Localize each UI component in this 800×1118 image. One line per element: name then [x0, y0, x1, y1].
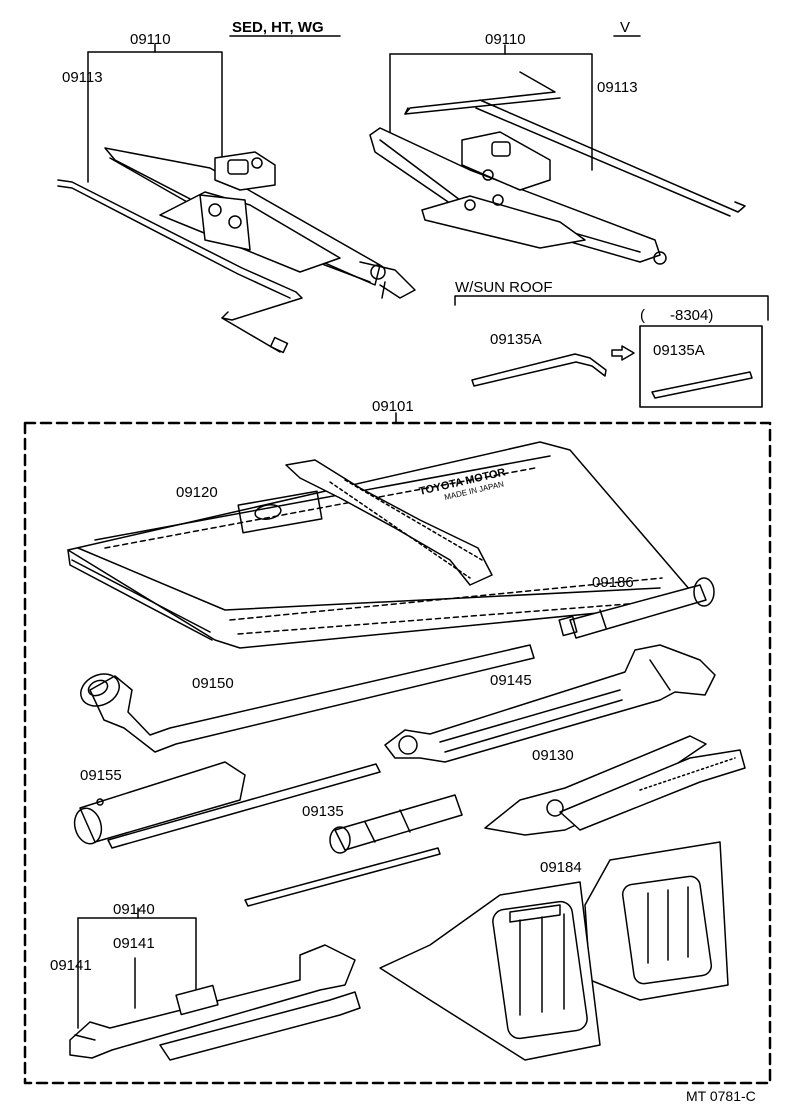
part-09120: 09120 [176, 484, 218, 501]
sunroof-label: W/SUN ROOF [455, 279, 553, 296]
variant-van-label: V [620, 19, 630, 36]
figure-id: MT 0781-C [686, 1088, 756, 1104]
part-09150: 09150 [192, 675, 234, 692]
part-09186: 09186 [592, 574, 634, 591]
part-09110-van: 09110 [485, 31, 526, 48]
toolset-frame [23, 421, 772, 1085]
spark-plug-wrench [73, 761, 381, 849]
leaders-van [389, 44, 593, 171]
lug-wrench [80, 644, 535, 753]
wheel-chocks [379, 841, 729, 1061]
part-09110-sedan: 09110 [130, 31, 171, 48]
variant-sedan-label: SED, HT, WG [232, 19, 324, 36]
sedan-scissor-jack [104, 147, 416, 299]
leaders-sedan [87, 43, 223, 183]
part-09113-sedan: 09113 [62, 69, 103, 86]
part-09101: 09101 [372, 398, 414, 415]
part-09135a-old: 09135A [653, 342, 705, 359]
adjustable-wrench [384, 644, 716, 763]
extension-bar [558, 577, 715, 639]
van-scissor-jack [369, 127, 667, 265]
tool-bag [67, 441, 691, 649]
part-09155: 09155 [80, 767, 122, 784]
van-jack-handle [404, 71, 746, 217]
part-09141-b: 09141 [50, 957, 92, 974]
screwdriver [244, 794, 463, 907]
part-09135a: 09135A [490, 331, 542, 348]
wrench-set [69, 907, 361, 1061]
part-09140: 09140 [113, 901, 155, 918]
part-09130: 09130 [532, 747, 574, 764]
sunroof-period-label: ( -8304) [640, 307, 713, 324]
pliers [484, 735, 746, 836]
part-09141-a: 09141 [113, 935, 155, 952]
sunroof-group [454, 295, 769, 408]
part-09184: 09184 [540, 859, 582, 876]
part-09135: 09135 [302, 803, 344, 820]
sedan-jack-handle [57, 179, 303, 354]
part-09145: 09145 [490, 672, 532, 689]
part-09113-van: 09113 [597, 79, 638, 96]
